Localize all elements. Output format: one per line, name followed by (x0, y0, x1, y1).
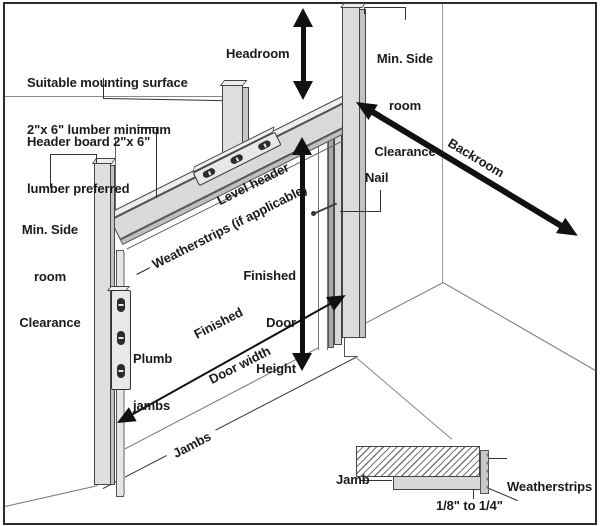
inset-jamb-section (356, 446, 480, 477)
bracket-left-tick2 (96, 154, 98, 163)
label-headroom: Headroom (226, 46, 290, 61)
inset-gap-tick (473, 490, 475, 499)
label-inset-weatherstrips: Weatherstrips (if applicable) (507, 479, 593, 526)
right-opening-strip (318, 138, 328, 350)
label-plumb-jambs: Plumb jambs (133, 351, 173, 413)
inset-door-edge (393, 476, 482, 490)
right-board-side (359, 9, 366, 338)
wall-corner-line (442, 4, 444, 283)
leader-suitable-v (102, 78, 104, 98)
right-board-face (342, 7, 360, 338)
label-min-side-right: Min. Side room Clearance (374, 51, 436, 159)
bracket-right-tick2 (405, 7, 407, 20)
label-inset-gap: 1/8" to 1/4" (436, 498, 503, 513)
leader-headerboard-v (156, 127, 158, 198)
stud-edge-line (115, 140, 117, 220)
leader-headerboard-h (137, 127, 157, 129)
label-inset-jamb: Jamb (336, 472, 370, 487)
right-jamb-step-h (344, 356, 358, 358)
leader-nail-v (380, 190, 382, 212)
bracket-left-h (50, 154, 97, 156)
inset-jamb-dash (360, 480, 392, 482)
inset-ws-leader (489, 458, 507, 460)
plumb-vial-1 (117, 298, 125, 312)
plumb-vial-3 (117, 364, 125, 378)
label-finished-door-height: Finished Door Height (243, 268, 296, 376)
right-jamb-step-v (344, 337, 346, 357)
diagram-border (3, 2, 597, 525)
bracket-right-tick1 (364, 7, 366, 14)
ceiling-line (5, 96, 224, 98)
leader-dash (136, 267, 151, 276)
plumb-vial-2 (117, 331, 125, 345)
leader-nail-h (340, 211, 381, 213)
bracket-right-h (364, 7, 406, 9)
label-suitable-mounting: Suitable mounting surface 2"x 6" lumber … (27, 75, 188, 137)
inset-weatherstrip (480, 450, 489, 494)
bracket-left-tick1 (50, 154, 52, 188)
label-nail: Nail (365, 170, 389, 185)
label-min-side-left: Min. Side room Clearance (19, 222, 81, 330)
right-jamb-board (334, 134, 342, 345)
label-header-board: Header board 2"x 6" lumber preferred (27, 134, 151, 196)
